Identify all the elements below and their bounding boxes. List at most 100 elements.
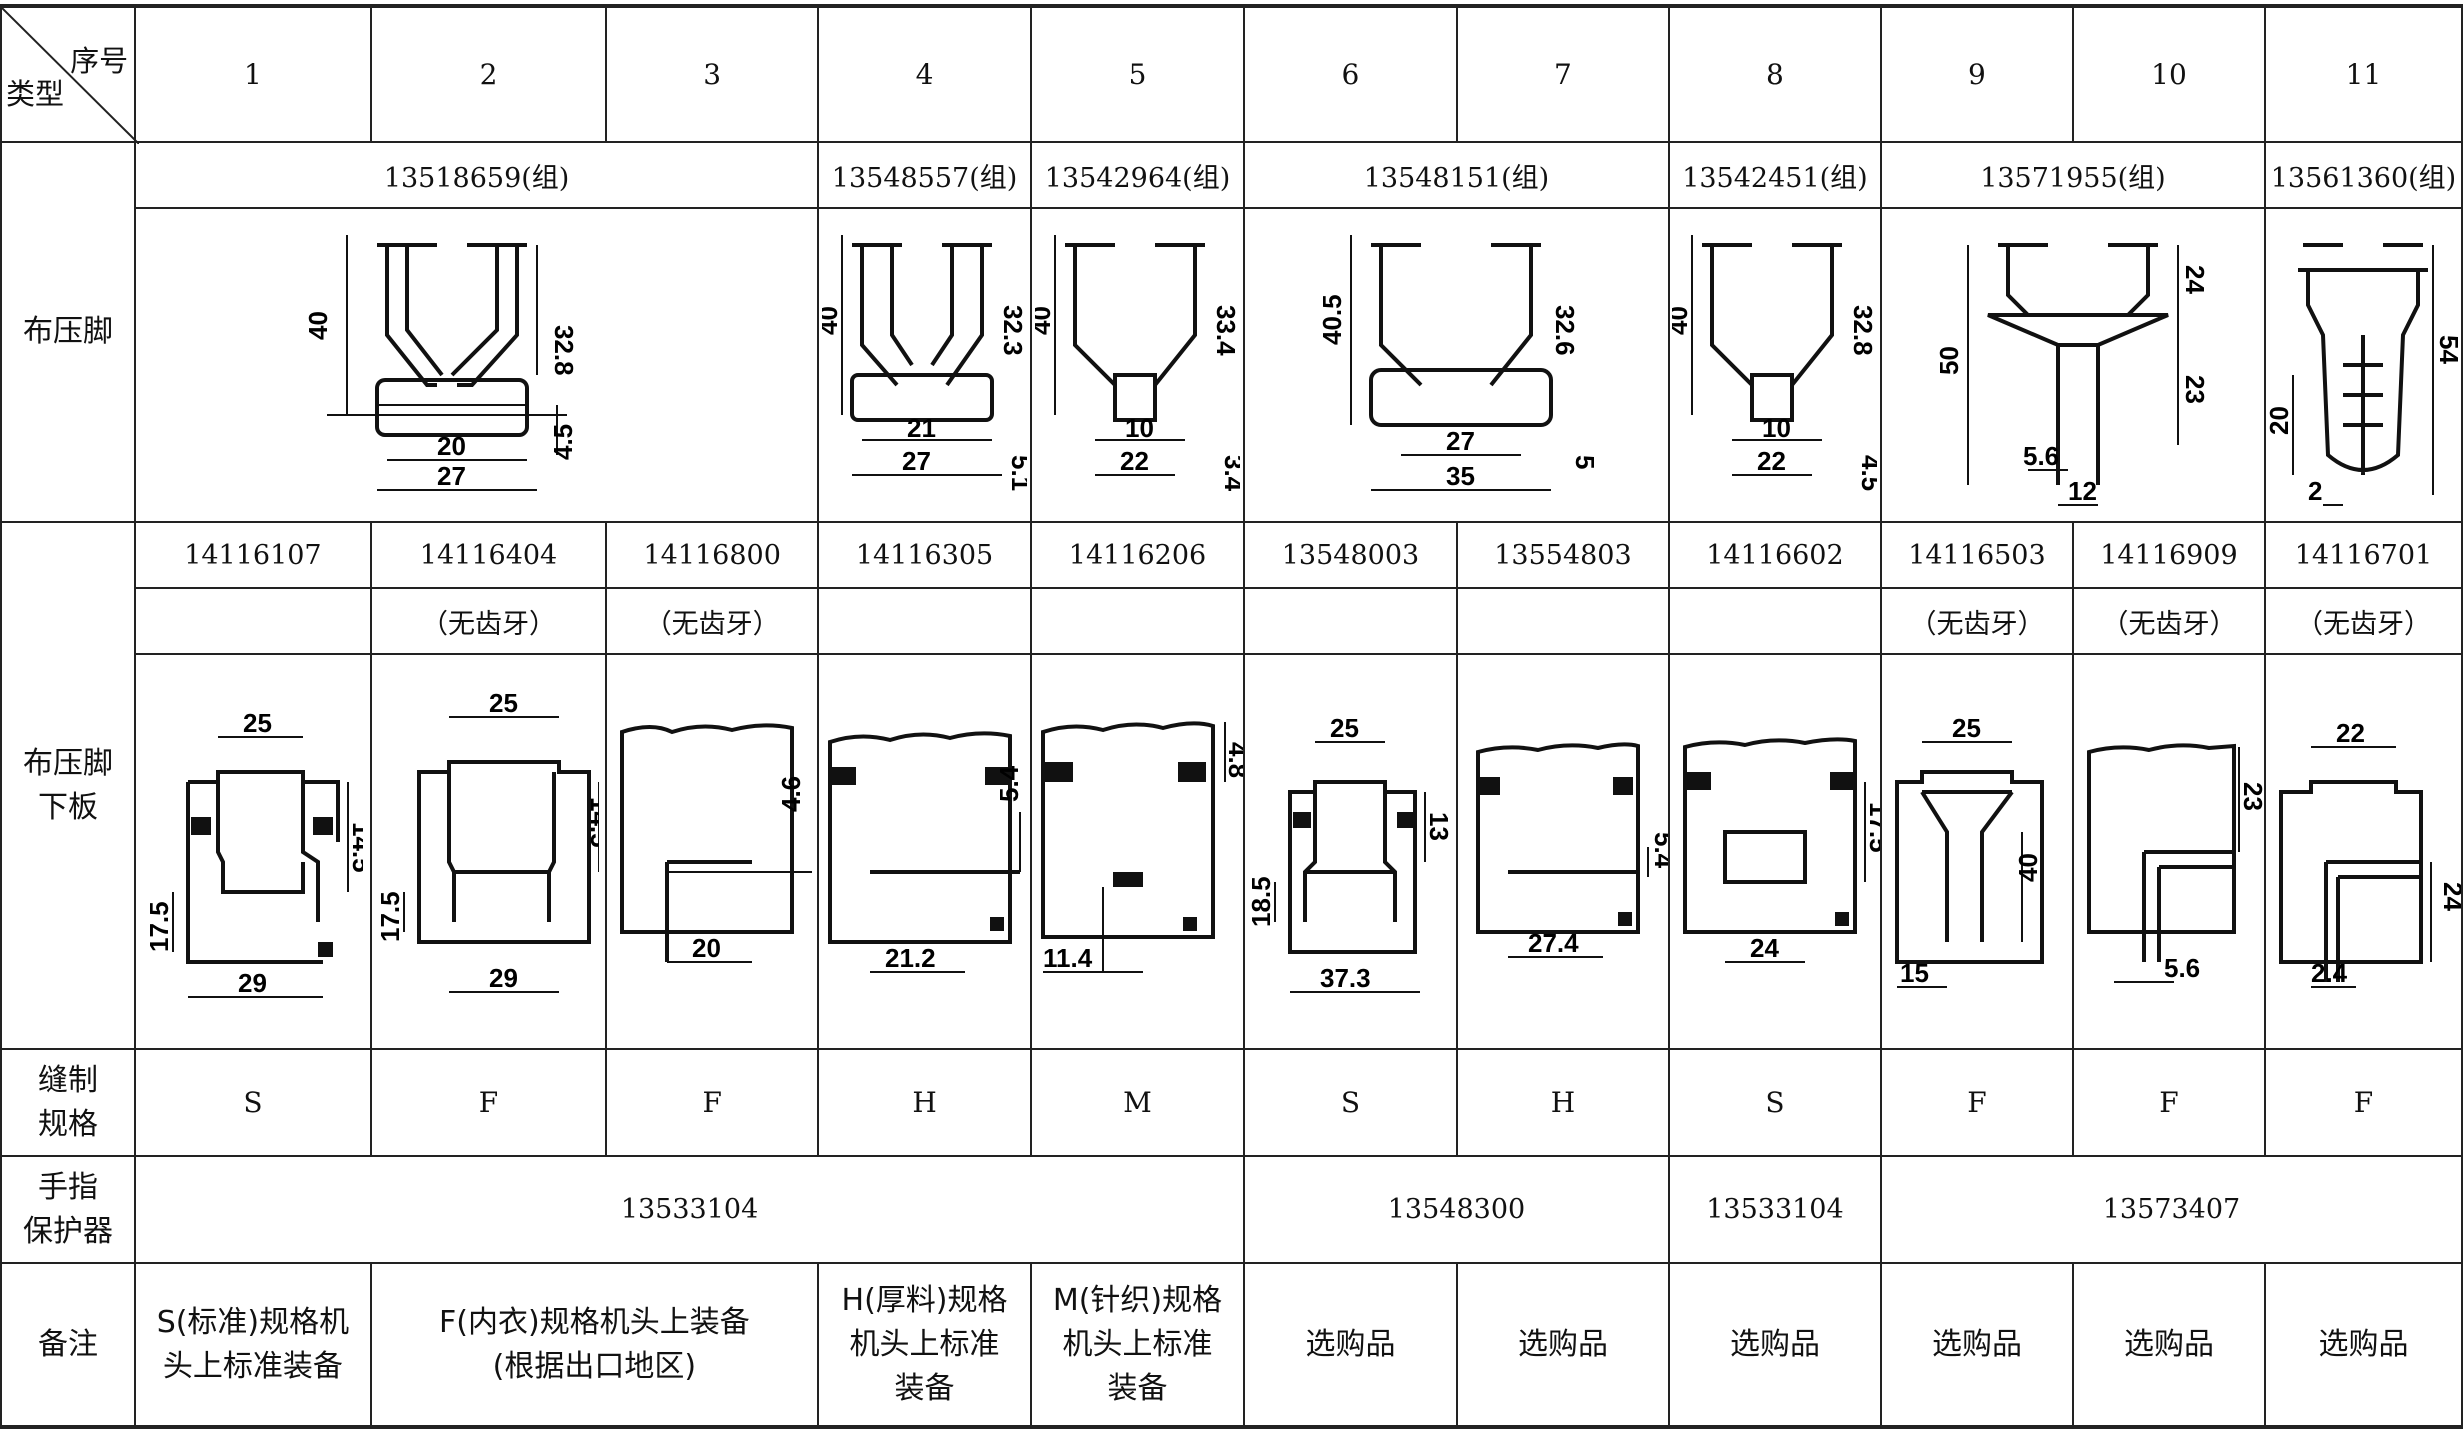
presser-foot-drawing: 40 32.8 20 27 4.5 (303, 235, 579, 491)
remark-cell: 选购品 (1667, 1262, 1882, 1429)
row-label-presser-foot: 布压脚 (0, 141, 137, 523)
remark-cell: S(标准)规格机 头上标准装备 (134, 1262, 372, 1429)
plate-part-number: 14116206 (1030, 521, 1245, 589)
plate-drawing-cell: 5.4 27.4 (1455, 653, 1670, 1050)
plate-note (1667, 587, 1882, 655)
dim-label: 13 (1424, 812, 1454, 841)
dim-label: 2.4 (2311, 958, 2348, 988)
plate-note (134, 587, 372, 655)
plate-drawing-cell: 4.8 11.4 (1030, 653, 1245, 1050)
col-header: 7 (1455, 4, 1670, 143)
plate-note: （无齿牙） (2263, 587, 2463, 655)
plate-note (1030, 587, 1245, 655)
dim-label: 24 (1750, 933, 1779, 963)
dim-label: 15 (1900, 958, 1929, 988)
foot-drawing-cell: 40 33.4 10 22 3.4 (1030, 207, 1245, 523)
row-label-text: 布压脚 下板 (23, 745, 114, 825)
diagonal-divider (2, 8, 139, 144)
plate-part-number: 13548003 (1242, 521, 1458, 589)
remark-text: F(内衣)规格机头上装备 (根据出口地区) (439, 1304, 750, 1384)
sewing-spec-cell: F (2263, 1048, 2463, 1157)
dim-label: 32.6 (1550, 305, 1580, 356)
dim-label: 22 (2336, 718, 2365, 748)
col-header: 6 (1242, 4, 1458, 143)
col-header: 4 (817, 4, 1033, 143)
row-label-presser-plate: 布压脚 下板 (0, 521, 137, 1050)
sewing-spec-cell: F (605, 1048, 820, 1157)
plate-drawing-cell: 25 13 18.5 37.3 (1242, 653, 1458, 1050)
plate-note: （无齿牙） (605, 587, 820, 655)
sewing-spec-cell: F (1879, 1048, 2074, 1157)
remark-cell: 选购品 (2071, 1262, 2266, 1429)
row-label-remarks: 备注 (0, 1262, 137, 1429)
dim-label: 29 (238, 968, 267, 998)
plate-note: （无齿牙） (1879, 587, 2074, 655)
dim-label: 5 (1570, 455, 1600, 469)
dim-label: 40 (822, 306, 843, 335)
plate-part-number: 14116800 (605, 521, 820, 589)
foot-group-label: 13548151(组) (1242, 141, 1670, 209)
dim-label: 4.8 (1223, 742, 1243, 778)
dim-label: 14.5 (347, 822, 363, 873)
plate-drawing-cell: 25 14.5 17.5 29 (134, 653, 372, 1050)
presser-plate-drawing: 4.6 20 (620, 722, 813, 963)
plate-drawing-cell: 25 14.5 17.5 29 (369, 653, 608, 1050)
foot-drawing-cell: 54 20 2 (2263, 207, 2463, 523)
plate-note: （无齿牙） (369, 587, 608, 655)
plate-drawing-cell: 5.4 21.2 (817, 653, 1033, 1050)
sewing-spec-cell: S (134, 1048, 372, 1157)
foot-drawing-cell: 40 32.3 21 27 5.1 (817, 207, 1033, 523)
spec-table: 序号 类型 1 2 3 4 5 6 7 8 9 10 11 布压脚 135186… (0, 4, 2463, 1429)
foot-group-label: 13518659(组) (134, 141, 820, 209)
dim-label: 12 (2068, 476, 2097, 506)
dim-label: 40 (2013, 853, 2043, 882)
presser-plate-drawing: 25 40 15 (1894, 713, 2044, 988)
row-label-text: 手指 保护器 (23, 1169, 114, 1249)
dim-label: 32.3 (998, 305, 1027, 356)
dim-label: 24 (2438, 882, 2461, 911)
presser-plate-drawing: 5.4 21.2 (827, 730, 1024, 973)
dim-label: 5.1 (1006, 455, 1027, 491)
dim-label: 20 (2268, 406, 2294, 435)
dim-label: 27 (902, 446, 931, 476)
dim-label: 5.6 (2164, 953, 2200, 983)
dim-label: 17.5 (144, 901, 174, 952)
row-label-text: 缝制 规格 (38, 1062, 99, 1142)
dim-label: 14.5 (585, 797, 599, 848)
dim-label: 5.4 (1649, 832, 1668, 869)
remark-cell: 选购品 (1455, 1262, 1670, 1429)
dim-label: 27 (1446, 426, 1475, 456)
remark-cell: 选购品 (1879, 1262, 2074, 1429)
foot-group-label: 13571955(组) (1879, 141, 2266, 209)
dim-label: 25 (1952, 713, 1981, 743)
corner-seq-label: 序号 (70, 44, 129, 78)
dim-label: 37.3 (1320, 963, 1371, 993)
dim-label: 17.5 (1864, 802, 1880, 853)
presser-foot-drawing: 54 20 2 (2268, 243, 2458, 506)
foot-drawing-cell: 40 32.8 20 27 4.5 (134, 207, 820, 523)
plate-part-number: 14116404 (369, 521, 608, 589)
plate-note (1455, 587, 1670, 655)
dim-label: 40 (1035, 306, 1056, 335)
presser-foot-drawing: 40 32.8 10 22 4.5 (1672, 235, 1877, 491)
dim-label: 40 (1672, 306, 1693, 335)
col-header: 10 (2071, 4, 2266, 143)
dim-label: 18.5 (1246, 876, 1276, 927)
col-header: 3 (605, 4, 820, 143)
dim-label: 32.8 (549, 325, 579, 376)
foot-drawing-cell: 40.5 32.6 27 35 5 (1242, 207, 1670, 523)
plate-drawing-cell: 4.6 20 (605, 653, 820, 1050)
dim-label: 11.4 (1043, 943, 1093, 973)
dim-label: 10 (1762, 413, 1791, 443)
col-header: 11 (2263, 4, 2463, 143)
plate-part-number: 14116602 (1667, 521, 1882, 589)
plate-part-number: 14116107 (134, 521, 372, 589)
remark-text: M(针织)规格 机头上标准 装备 (1052, 1282, 1223, 1406)
dim-label: 20 (437, 431, 466, 461)
sewing-spec-cell: H (1455, 1048, 1670, 1157)
remark-cell: M(针织)规格 机头上标准 装备 (1030, 1262, 1245, 1429)
dim-label: 29 (489, 963, 518, 993)
plate-note: （无齿牙） (2071, 587, 2266, 655)
dim-label: 3.4 (1219, 455, 1240, 492)
col-header: 8 (1667, 4, 1882, 143)
